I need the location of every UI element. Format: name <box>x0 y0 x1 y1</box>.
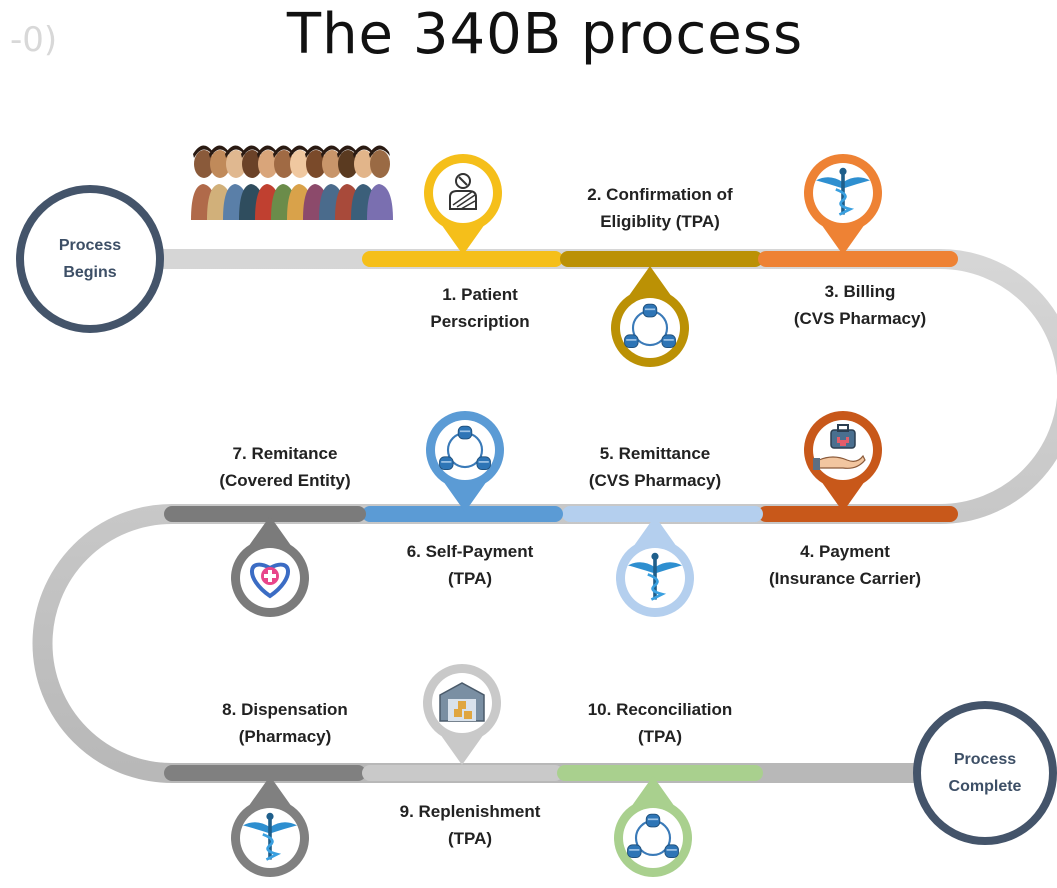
segments <box>164 251 958 781</box>
corner-glyph: -0) <box>10 20 58 60</box>
page-title: The 340B process <box>286 2 804 67</box>
process-complete-circle <box>913 701 1057 845</box>
step-7-marker <box>231 516 309 617</box>
step-5-label: 5. Remittance(CVS Pharmacy) <box>588 444 722 490</box>
step-4-label: 4. Payment(Insurance Carrier) <box>768 542 922 588</box>
diverse-people-group-icon <box>191 145 393 220</box>
medical-kit-hand-icon <box>813 424 866 470</box>
heart-cross-icon <box>250 562 290 599</box>
step-8-marker <box>231 776 309 877</box>
process-begins-circle <box>16 185 164 333</box>
step-10-marker <box>614 776 692 877</box>
step-3-marker <box>804 154 882 255</box>
step-9-marker <box>423 664 501 765</box>
step-7-label: 7. Remitance(Covered Entity) <box>219 444 351 490</box>
step-5-marker <box>616 516 694 617</box>
patient-icon <box>449 173 477 210</box>
step-10-label: 10. Reconciliation(TPA) <box>587 700 733 746</box>
step-2-marker <box>611 266 689 367</box>
step-4-marker <box>804 411 882 512</box>
step-1-marker <box>424 154 502 255</box>
step-6-label: 6. Self-Payment(TPA) <box>406 542 534 588</box>
step-6-marker <box>426 411 504 512</box>
step-9-label: 9. Replenishment(TPA) <box>399 802 541 848</box>
warehouse-icon <box>439 682 485 722</box>
step-3-label: 3. Billing(CVS Pharmacy) <box>793 282 927 328</box>
step-markers <box>231 154 882 877</box>
step-8-label: 8. Dispensation(Pharmacy) <box>222 700 348 746</box>
